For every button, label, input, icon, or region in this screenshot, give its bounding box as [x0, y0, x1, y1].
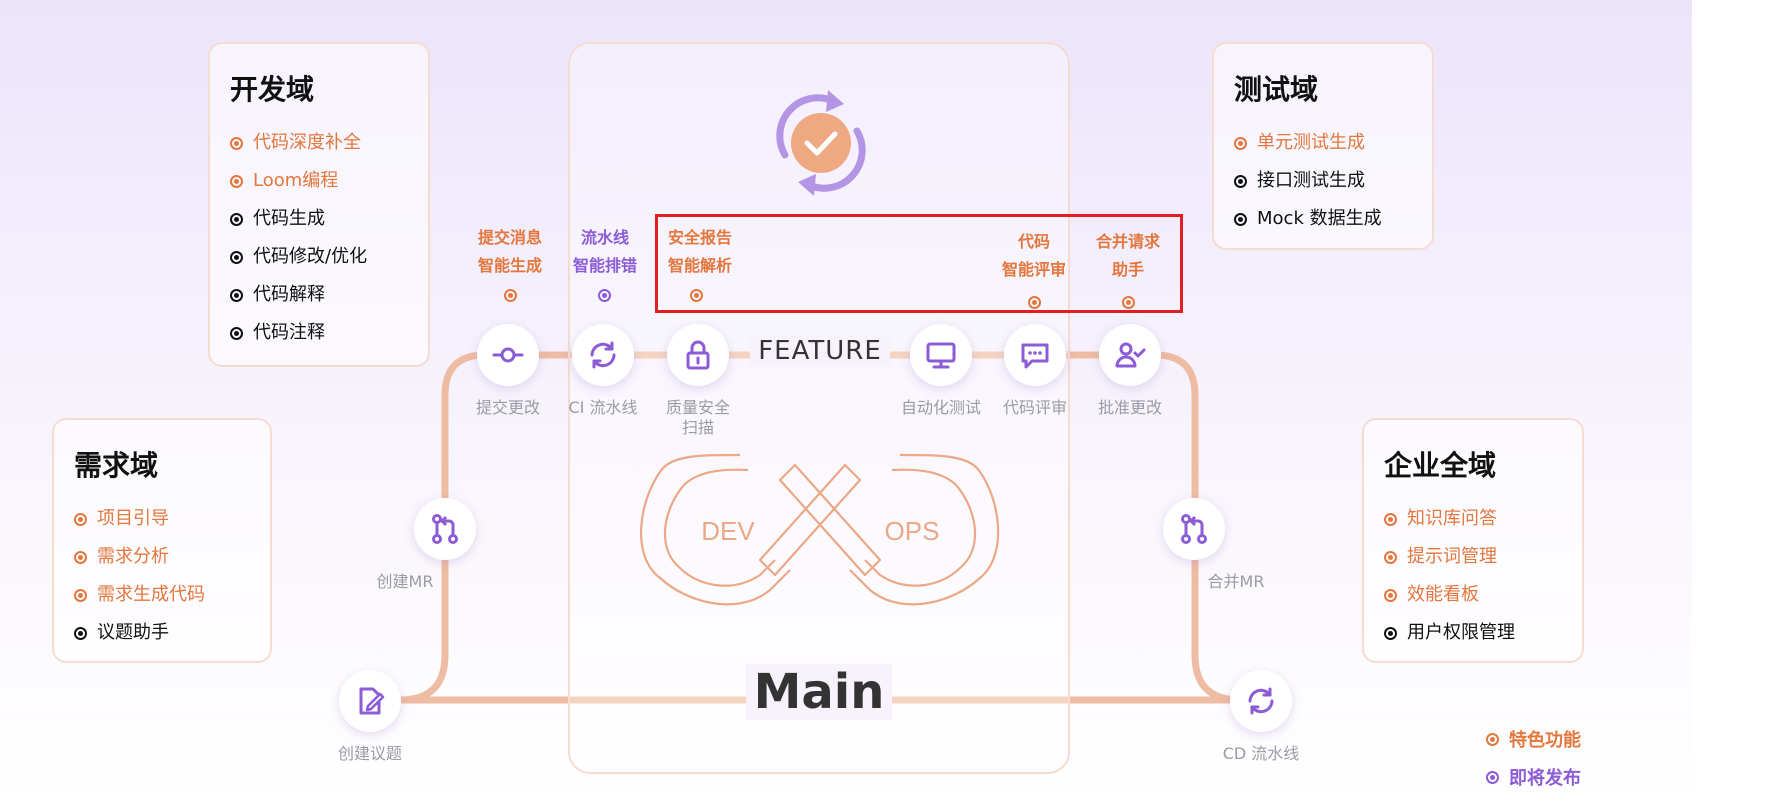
main-branch-title: Main [744, 664, 894, 720]
approve-node-label: 批准更改 [1097, 398, 1162, 417]
bullet-icon [74, 512, 87, 526]
domain-item: Mock 数据生成 [1234, 200, 1432, 238]
create-mr-node[interactable] [414, 498, 476, 560]
cd-node[interactable] [1230, 670, 1292, 732]
bullet-icon [230, 136, 243, 150]
domain-item: 代码深度补全 [230, 124, 428, 162]
bullet-icon [1234, 212, 1247, 226]
bullet-icon [1234, 174, 1247, 188]
feature-commit-msg-marker [504, 289, 517, 302]
feature-commit-msg: 提交消息智能生成 [477, 228, 542, 275]
dev-label: DEV [701, 516, 755, 546]
create-issue-node-label: 创建议题 [337, 744, 402, 763]
merge-mr-node-label: 合并MR [1207, 572, 1265, 591]
chat-icon [1021, 343, 1049, 369]
monitor-icon [926, 342, 956, 369]
commit-node[interactable] [477, 324, 539, 386]
bullet-icon [1384, 588, 1397, 602]
user-check-icon [1115, 342, 1146, 368]
scan-node[interactable] [667, 324, 729, 386]
req-domain-card: 需求域 项目引导需求分析需求生成代码议题助手 [52, 418, 272, 663]
create-mr-node-label: 创建MR [376, 572, 434, 591]
lock-icon [686, 340, 710, 370]
bullet-icon [1384, 512, 1397, 526]
bullet-icon [230, 212, 243, 226]
domain-item: 代码修改/优化 [230, 238, 428, 276]
commit-icon [492, 347, 524, 363]
bullet-icon [230, 326, 243, 340]
refresh-icon [590, 341, 616, 369]
bullet-icon [230, 288, 243, 302]
feature-merge: 合并请求助手 [1095, 232, 1160, 279]
commit-node-label: 提交更改 [475, 398, 540, 417]
ci-node[interactable] [572, 324, 634, 386]
domain-item: 接口测试生成 [1234, 162, 1432, 200]
ci-node-label: CI 流水线 [568, 398, 638, 417]
legend-featured: 特色功能 [1486, 720, 1581, 758]
domain-item: 代码生成 [230, 200, 428, 238]
domain-item: 代码注释 [230, 314, 428, 352]
ent-domain-card: 企业全域 知识库问答提示词管理效能看板用户权限管理 [1362, 418, 1584, 663]
bullet-icon [74, 550, 87, 564]
issue-icon [359, 687, 385, 715]
bullet-icon [230, 174, 243, 188]
ent-domain-items: 知识库问答提示词管理效能看板用户权限管理 [1384, 500, 1582, 652]
domain-item: 需求生成代码 [74, 576, 270, 614]
feature-pipeline-marker [598, 289, 611, 302]
legend: 特色功能 即将发布 [1486, 720, 1581, 796]
feature-security-marker [690, 289, 703, 302]
refresh-icon [1248, 687, 1274, 715]
domain-item: Loom编程 [230, 162, 428, 200]
highlight-box [655, 214, 1183, 313]
bullet-icon [74, 626, 87, 640]
devops-infinity-logo [640, 453, 1000, 606]
autotest-node[interactable] [910, 324, 972, 386]
req-domain-title: 需求域 [74, 449, 159, 482]
domain-item: 议题助手 [74, 614, 270, 652]
domain-item: 项目引导 [74, 500, 270, 538]
cd-node-label: CD 流水线 [1222, 744, 1300, 763]
ai-assistant-logo [776, 90, 866, 196]
scan-node-label: 质量安全扫描 [665, 398, 730, 437]
approve-node[interactable] [1099, 324, 1161, 386]
req-domain-items: 项目引导需求分析需求生成代码议题助手 [74, 500, 270, 652]
dev-domain-title: 开发域 [230, 73, 315, 106]
domain-item: 需求分析 [74, 538, 270, 576]
feature-pipeline: 流水线智能排错 [572, 228, 637, 275]
ops-label: OPS [885, 516, 940, 546]
create-issue-node[interactable] [339, 670, 401, 732]
feature-review: 代码智能评审 [1001, 232, 1066, 279]
merge-request-icon [432, 514, 458, 544]
bullet-icon [1384, 626, 1397, 640]
ent-domain-title: 企业全域 [1384, 449, 1497, 482]
feature-branch-title: FEATURE [742, 336, 898, 366]
codereview-node-label: 代码评审 [1002, 398, 1067, 417]
feature-merge-marker [1122, 296, 1135, 309]
bullet-icon [1384, 550, 1397, 564]
domain-item: 代码解释 [230, 276, 428, 314]
domain-item: 知识库问答 [1384, 500, 1582, 538]
merge-request-icon [1181, 514, 1207, 544]
feature-security: 安全报告智能解析 [667, 228, 732, 275]
main-branch-panel [568, 42, 1070, 774]
bullet-icon [230, 250, 243, 264]
domain-item: 单元测试生成 [1234, 124, 1432, 162]
domain-item: 用户权限管理 [1384, 614, 1582, 652]
feature-review-marker [1028, 296, 1041, 309]
autotest-node-label: 自动化测试 [900, 398, 981, 417]
domain-item: 提示词管理 [1384, 538, 1582, 576]
bullet-icon [74, 588, 87, 602]
domain-item: 效能看板 [1384, 576, 1582, 614]
pipeline-track: DEV OPS [240, 90, 1380, 704]
merge-mr-node[interactable] [1163, 498, 1225, 560]
codereview-node[interactable] [1004, 324, 1066, 386]
test-domain-title: 测试域 [1234, 73, 1319, 106]
bullet-icon [1234, 136, 1247, 150]
legend-coming-soon: 即将发布 [1486, 758, 1581, 796]
